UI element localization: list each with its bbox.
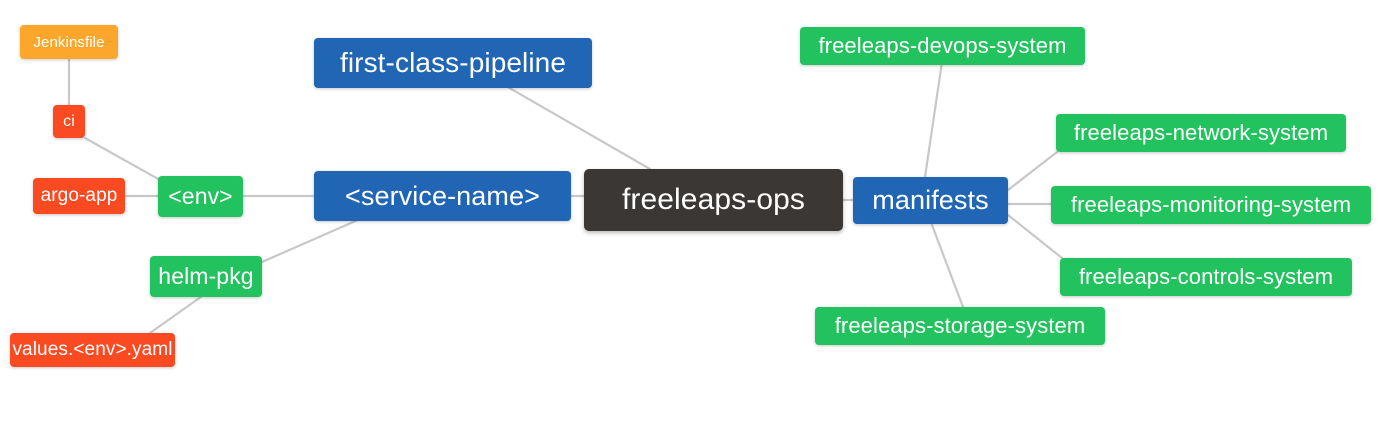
edge-helmpkg-servicename xyxy=(260,217,362,264)
edge-manifests-controls xyxy=(1006,213,1064,260)
node-label: manifests xyxy=(872,185,989,215)
node-service-name[interactable]: <service-name> xyxy=(314,171,571,221)
edge-values-helmpkg xyxy=(148,292,207,335)
node-manifests[interactable]: manifests xyxy=(853,177,1008,224)
node-freeleaps-monitoring-system[interactable]: freeleaps-monitoring-system xyxy=(1051,186,1371,224)
node-label: first-class-pipeline xyxy=(339,47,567,78)
node-jenkinsfile[interactable]: Jenkinsfile xyxy=(20,25,118,59)
node-label: freeleaps-ops xyxy=(621,183,806,216)
node-label: freeleaps-monitoring-system xyxy=(1070,192,1352,217)
node-label: Jenkinsfile xyxy=(33,33,105,51)
node-label: freeleaps-storage-system xyxy=(834,313,1086,338)
node-label: ci xyxy=(63,112,75,130)
node-argo-app[interactable]: argo-app xyxy=(33,178,125,214)
edge-manifests-network xyxy=(1006,150,1059,192)
node-freeleaps-devops-system[interactable]: freeleaps-devops-system xyxy=(800,27,1085,65)
edge-manifests-storage xyxy=(930,223,965,309)
node-freeleaps-controls-system[interactable]: freeleaps-controls-system xyxy=(1060,258,1352,296)
node-label: <service-name> xyxy=(345,180,540,211)
node-label: freeleaps-network-system xyxy=(1073,120,1329,145)
node-label: helm-pkg xyxy=(158,263,254,289)
edge-pipeline-root xyxy=(504,84,652,171)
node-ci[interactable]: ci xyxy=(53,105,85,138)
node-label: <env> xyxy=(168,183,233,209)
node-freeleaps-ops-root[interactable]: freeleaps-ops xyxy=(584,169,843,231)
edge-ci-env xyxy=(83,136,162,182)
node-env[interactable]: <env> xyxy=(158,176,243,217)
node-freeleaps-storage-system[interactable]: freeleaps-storage-system xyxy=(815,307,1105,345)
node-first-class-pipeline[interactable]: first-class-pipeline xyxy=(314,38,592,88)
node-label: freeleaps-devops-system xyxy=(818,33,1067,58)
node-label: freeleaps-controls-system xyxy=(1078,264,1334,289)
node-label: values.<env>.yaml xyxy=(12,339,173,360)
edge-manifests-devops xyxy=(923,60,944,179)
node-label: argo-app xyxy=(40,185,118,206)
node-values-yaml[interactable]: values.<env>.yaml xyxy=(10,333,175,367)
node-helm-pkg[interactable]: helm-pkg xyxy=(150,256,262,297)
node-freeleaps-network-system[interactable]: freeleaps-network-system xyxy=(1056,114,1346,152)
